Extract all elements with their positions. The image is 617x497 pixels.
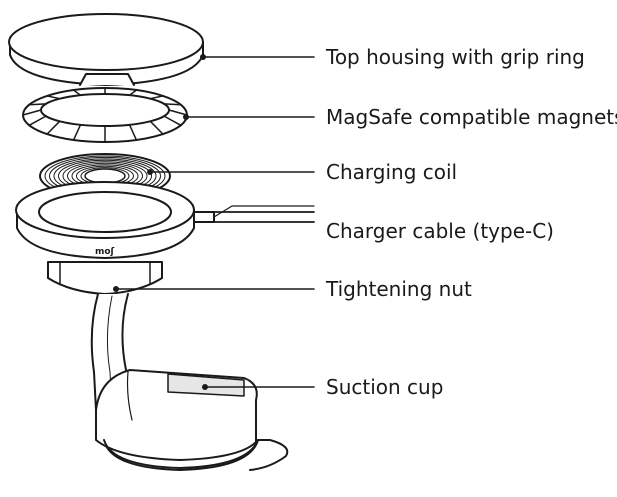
tightening-nut-part [47, 261, 163, 295]
leader-lines [115, 56, 315, 388]
base-plate-part [15, 181, 315, 259]
brand-logo: moʃ [95, 247, 115, 257]
label-tightening-nut: Tightening nut [326, 277, 472, 301]
magnet-segment-divider [163, 103, 182, 106]
magnet-segment-divider [28, 103, 47, 106]
top-housing-part [8, 13, 204, 86]
magnet-segment-divider [149, 95, 164, 100]
magnet-segment-divider [46, 120, 61, 135]
suction-cup-part [95, 369, 289, 471]
magnet-segment-divider [149, 120, 164, 135]
label-top-housing: Top housing with grip ring [326, 45, 585, 69]
magnet-segment-divider [72, 124, 82, 141]
label-suction-cup: Suction cup [326, 375, 444, 399]
magnet-segment-divider [128, 89, 138, 96]
leader-dots [113, 54, 208, 390]
magnet-segment-divider [28, 115, 47, 127]
magnet-ring-part [22, 87, 188, 143]
magnet-segment-divider [128, 124, 138, 141]
label-charging-coil: Charging coil [326, 160, 458, 184]
magnet-segment-divider [46, 95, 61, 100]
magnet-segment-divider [163, 115, 182, 127]
magnet-segment-divider [168, 109, 188, 116]
magnet-segment-divider [22, 109, 42, 116]
label-magnets: MagSafe compatible magnets [326, 105, 617, 129]
label-charger-cable: Charger cable (type-C) [326, 219, 554, 243]
magnet-segment-divider [72, 89, 82, 96]
